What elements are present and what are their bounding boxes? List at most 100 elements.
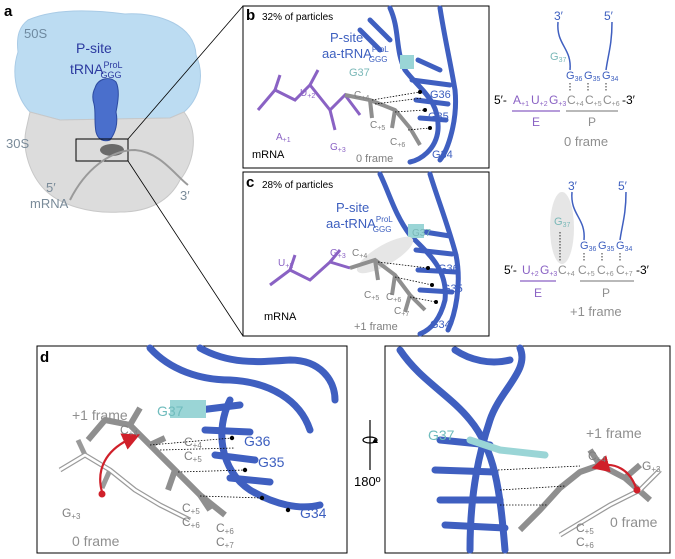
- schem-bottom-c5: C+5: [578, 263, 595, 278]
- panel-d-left-c7: C+7: [216, 535, 234, 550]
- panel-d-left-c4: C+4: [120, 423, 138, 438]
- panel-b-c4: C+4: [354, 90, 369, 102]
- ribosome-50s: [14, 10, 201, 121]
- panel-b-letter: b: [246, 7, 255, 24]
- panel-c-c5: C+5: [364, 290, 379, 302]
- label-30s: 30S: [6, 136, 29, 151]
- panel-d-left-g36: G36: [244, 433, 271, 449]
- panel-b-a1: A+1: [276, 132, 291, 144]
- schem-bottom-frame: +1 frame: [570, 304, 622, 319]
- label-5prime: 5′: [46, 180, 56, 195]
- schem-top-u2: U+2: [531, 93, 548, 108]
- schem-bottom-u2: U+2: [522, 263, 539, 278]
- schem-bottom-seq3: -3′: [636, 263, 650, 277]
- panel-b-mrna-gray: [344, 93, 422, 147]
- panel-d-right-zero: 0 frame: [610, 514, 658, 530]
- ribosome-30s: [24, 111, 194, 213]
- label-3prime: 3′: [180, 188, 190, 203]
- schem-bottom-site-p: P: [602, 286, 610, 300]
- panel-d-right-c6: C+6: [576, 535, 594, 550]
- panel-a-letter: a: [4, 3, 13, 20]
- panel-d-left-shift-arrow: [99, 433, 141, 493]
- schem-top-g3: G+3: [549, 93, 566, 108]
- panel-d-left-c5b: C+5: [182, 501, 200, 516]
- panel-b-c6: C+6: [390, 137, 405, 149]
- panel-d-left-zero: 0 frame: [72, 533, 120, 549]
- panel-c-shadow: [356, 236, 414, 274]
- panel-d-right-g37-highlight: [466, 436, 549, 459]
- rotation-indicator: 180º: [354, 420, 381, 489]
- label-psite: P-site: [76, 40, 112, 56]
- schem-bottom-g37: G37: [554, 216, 570, 229]
- schem-top-c5: C+5: [585, 93, 602, 108]
- panel-c-particles: 28% of particles: [262, 180, 333, 191]
- panel-b-trna-structure: [357, 5, 459, 165]
- panel-c-psite: P-site: [336, 200, 369, 215]
- panel-d-letter: d: [40, 349, 49, 366]
- schem-top-frame: 0 frame: [564, 134, 608, 149]
- panel-d-right: G37 +1 frame C+4 G+3 C+5 C+6 0 frame: [384, 344, 671, 554]
- label-50s: 50S: [24, 26, 47, 41]
- schem-bottom-g34: G34: [616, 240, 632, 253]
- panel-c-g36: G36: [438, 263, 459, 275]
- schem-top-g35: G35: [584, 70, 600, 83]
- panel-b-particles: 32% of particles: [262, 12, 333, 23]
- schem-top-g34: G34: [602, 70, 618, 83]
- panel-d-right-c4: C+4: [588, 449, 606, 464]
- panel-c-u2: U+2: [278, 258, 293, 270]
- panel-c-mrna-gray: [349, 257, 427, 313]
- panel-b-g37: G37: [349, 67, 370, 79]
- panel-b-g37-highlight: [400, 55, 414, 69]
- panel-b-c5: C+5: [370, 120, 385, 132]
- schematic-bottom: 3′ 5′ G37 G36 G35 G34 5′- U+2 G+3 C+4 C+…: [504, 179, 650, 319]
- panel-d-left-g3: G+3: [62, 506, 81, 521]
- schematic-top: 3′ 5′ G37 G36 G35 G34 5′- A+1 U+2 G+3 C+…: [494, 9, 636, 149]
- panel-d-right-g3: G+3: [642, 459, 661, 474]
- panel-c-g37: G37: [412, 228, 431, 239]
- panel-d-left-g37: G37: [157, 403, 184, 419]
- zoom-line-bottom: [127, 160, 244, 337]
- schem-bottom-g36: G36: [580, 240, 596, 253]
- panel-d-left-plus1: +1 frame: [72, 407, 128, 423]
- panel-c-trna-structure: [377, 171, 461, 337]
- schem-top-c6: C+6: [603, 93, 620, 108]
- schem-top-5prime: 5′: [604, 9, 614, 23]
- panel-b-frame-label: 0 frame: [356, 153, 393, 165]
- panel-b-hbonds: [371, 91, 431, 131]
- panel-d-left-frame: [36, 345, 348, 554]
- schem-top-c4: C+4: [567, 93, 584, 108]
- panel-b-g35: G35: [428, 111, 449, 123]
- label-mrna: mRNA: [30, 196, 69, 211]
- trna-density: [92, 78, 119, 142]
- panel-c-mrna-purple: [269, 249, 351, 287]
- panel-d-left-c6b: C+6: [216, 521, 234, 536]
- schem-top-a1: A+1: [513, 93, 529, 108]
- schem-top-site-e: E: [532, 115, 540, 129]
- panel-c-g34: G34: [430, 319, 451, 331]
- panel-c-c7: C+7: [394, 306, 409, 318]
- schem-top-3prime: 3′: [554, 9, 564, 23]
- mrna-path: [69, 148, 189, 201]
- zoom-line-top: [127, 5, 244, 140]
- panel-c-hbonds: [377, 261, 437, 303]
- panel-d-left-g37-highlight: [170, 400, 206, 418]
- panel-b-g36: G36: [430, 89, 451, 101]
- panel-d-right-plus1: +1 frame: [586, 425, 642, 441]
- panel-b-u2: U+2: [300, 88, 315, 100]
- panel-c-mrna: mRNA: [264, 311, 297, 323]
- panel-d-right-g37: G37: [428, 427, 455, 443]
- panel-d-left-c5: C+5: [184, 449, 202, 464]
- schem-bottom-c7: C+7: [616, 263, 633, 278]
- schem-top-site-p: P: [588, 115, 596, 129]
- panel-d-left-g34: G34: [300, 505, 327, 521]
- panel-d-left-trna: [146, 344, 339, 511]
- panel-b-mrna-purple: [256, 69, 362, 131]
- schem-bottom-site-e: E: [534, 286, 542, 300]
- schem-bottom-5prime: 5′: [618, 179, 628, 193]
